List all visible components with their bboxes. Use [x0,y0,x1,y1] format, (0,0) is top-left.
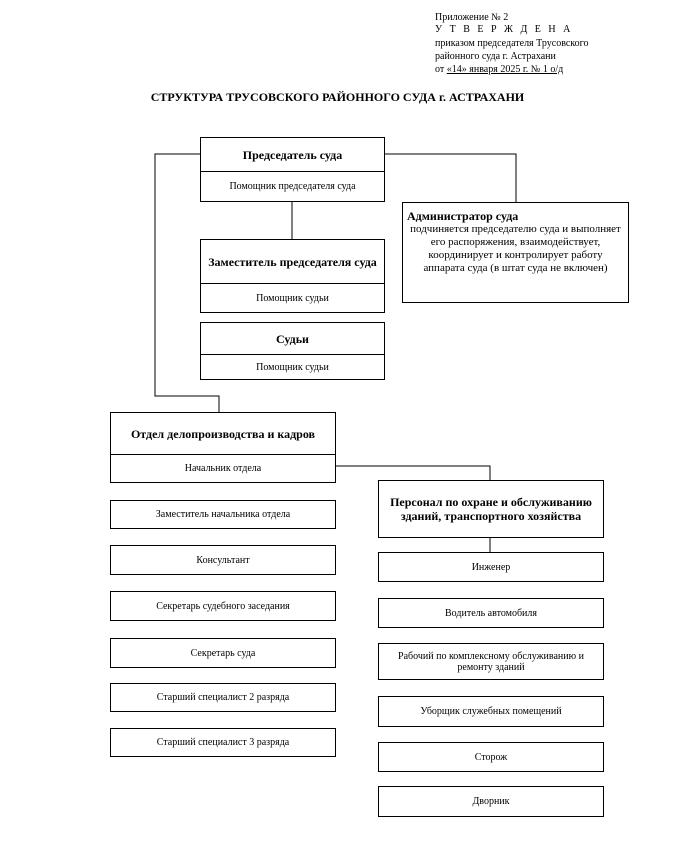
staff-item: Инженер [378,552,604,582]
staff-item: Дворник [378,786,604,817]
deputy-chairman-box: Заместитель председателя суда [200,239,385,284]
order-date-prefix: от [435,64,447,75]
administrator-description: подчиняется председателю суда и выполняе… [410,223,621,274]
dept-item: Начальник отдела [110,454,336,483]
order-line-1: приказом председателя Трусовского [435,38,589,49]
approved-label: У Т В Е Р Ж Д Е Н А [435,24,573,35]
dept-item: Секретарь судебного заседания [110,591,336,621]
page-title: СТРУКТУРА ТРУСОВСКОГО РАЙОННОГО СУДА г. … [150,90,525,104]
chairman-assistant-box: Помощник председателя суда [200,171,385,202]
dept-item: Заместитель начальника отдела [110,500,336,529]
judges-assistant-box: Помощник судьи [200,354,385,380]
dept-item: Консультант [110,545,336,575]
dept-item: Секретарь суда [110,638,336,668]
administrator-title: Администратор суда [407,209,519,223]
chairman-box: Председатель суда [200,137,385,172]
staff-item: Рабочий по комплексному обслуживанию и р… [378,643,604,680]
staff-item: Водитель автомобиля [378,598,604,628]
judges-box: Судьи [200,322,385,355]
staff-item: Уборщик служебных помещений [378,696,604,727]
staff-item: Сторож [378,742,604,772]
order-line-2: районного суда г. Астрахани [435,51,556,62]
order-date-value: «14» января 2025 г. № 1 о/д [446,64,564,75]
deputy-assistant-box: Помощник судьи [200,283,385,313]
dept-item: Старший специалист 2 разряда [110,683,336,712]
appendix-label: Приложение № 2 [435,12,509,23]
dept-item: Старший специалист 3 разряда [110,728,336,757]
order-date: от «14» января 2025 г. № 1 о/д [435,64,563,76]
records-department-box: Отдел делопроизводства и кадров [110,412,336,455]
maintenance-staff-box: Персонал по охране и обслуживанию зданий… [378,480,604,538]
administrator-box: Администратор суда подчиняется председат… [402,202,629,303]
